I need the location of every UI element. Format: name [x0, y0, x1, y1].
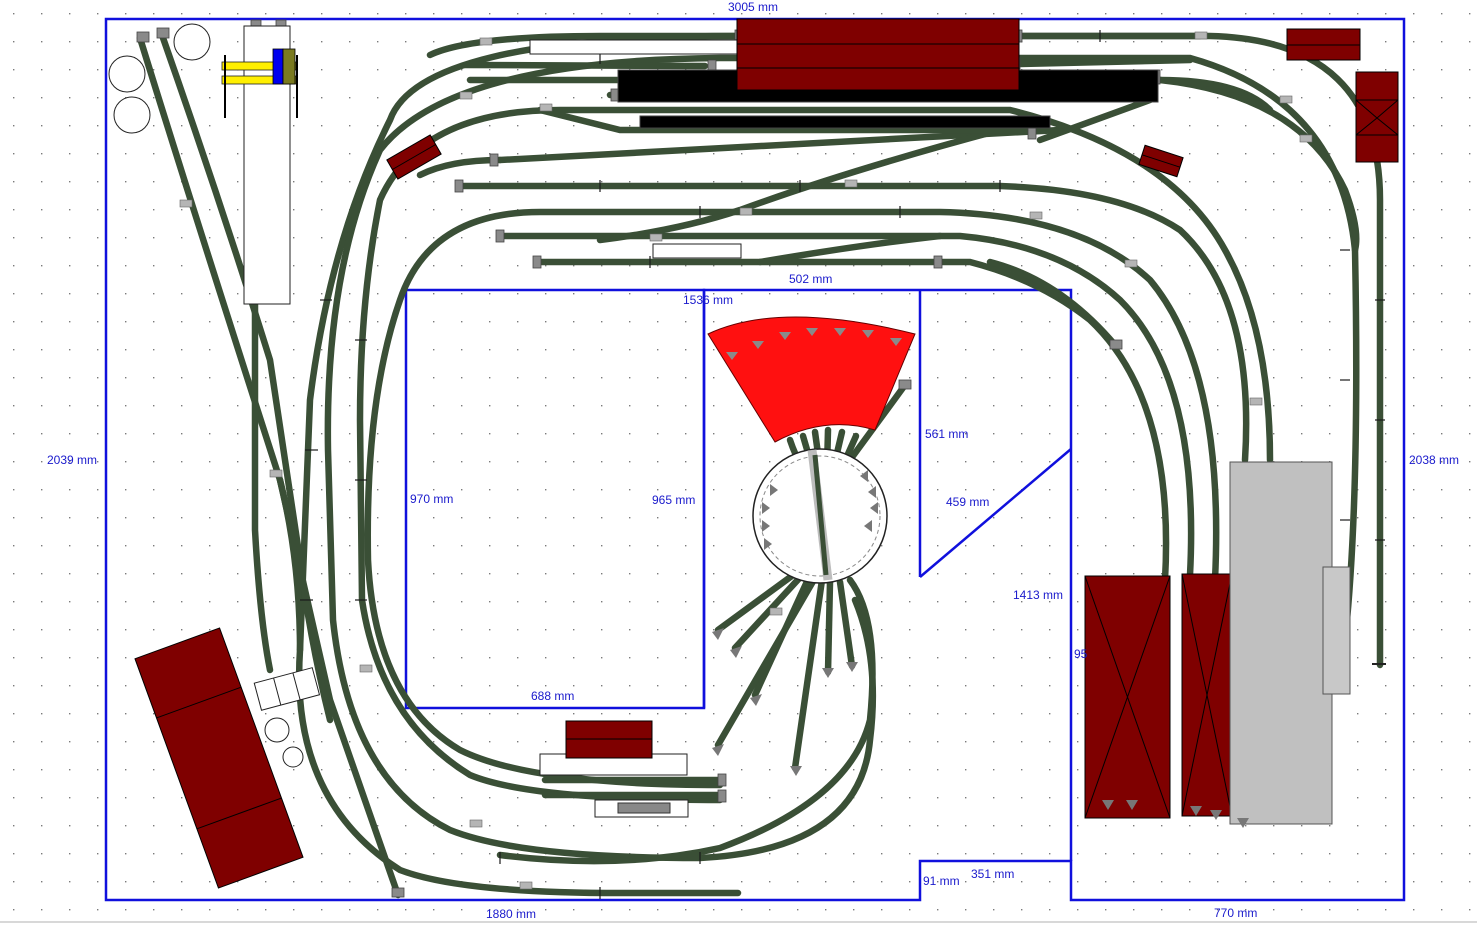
outer-loop-track [295, 32, 1384, 897]
third-loop-track [356, 106, 1274, 804]
loco-shed [1229, 461, 1351, 825]
warehouse-building [1084, 575, 1171, 819]
goods-shed [565, 720, 653, 759]
inner-loop-track-2 [364, 208, 1220, 789]
board-outline [104, 17, 1406, 902]
platform [639, 115, 1051, 129]
platform-outline [529, 39, 741, 55]
storage-tank-icon [108, 23, 211, 134]
buildings [134, 18, 1399, 889]
track-end-arrows [712, 628, 1249, 828]
platform-outline [652, 243, 742, 259]
station-building [736, 18, 1020, 91]
turntable-bay-outline [702, 288, 1073, 861]
factory-building [134, 627, 304, 889]
turnout-markers [179, 31, 1313, 890]
left-siding-track [136, 34, 402, 899]
flatcar [617, 802, 671, 814]
factory-annex [253, 667, 321, 768]
shed-building [386, 134, 442, 180]
roundhouse-fan-icon [707, 316, 916, 443]
inner-loop-track-3 [496, 232, 1195, 579]
gantry-crane-icon [221, 48, 298, 118]
tall-building [1355, 71, 1399, 163]
shed-building [1138, 144, 1184, 178]
inner-loop-track [456, 182, 1250, 464]
small-building [1286, 28, 1361, 61]
turntable-icon [752, 448, 888, 584]
warehouse-building [1181, 573, 1233, 817]
track-network [136, 31, 1384, 899]
